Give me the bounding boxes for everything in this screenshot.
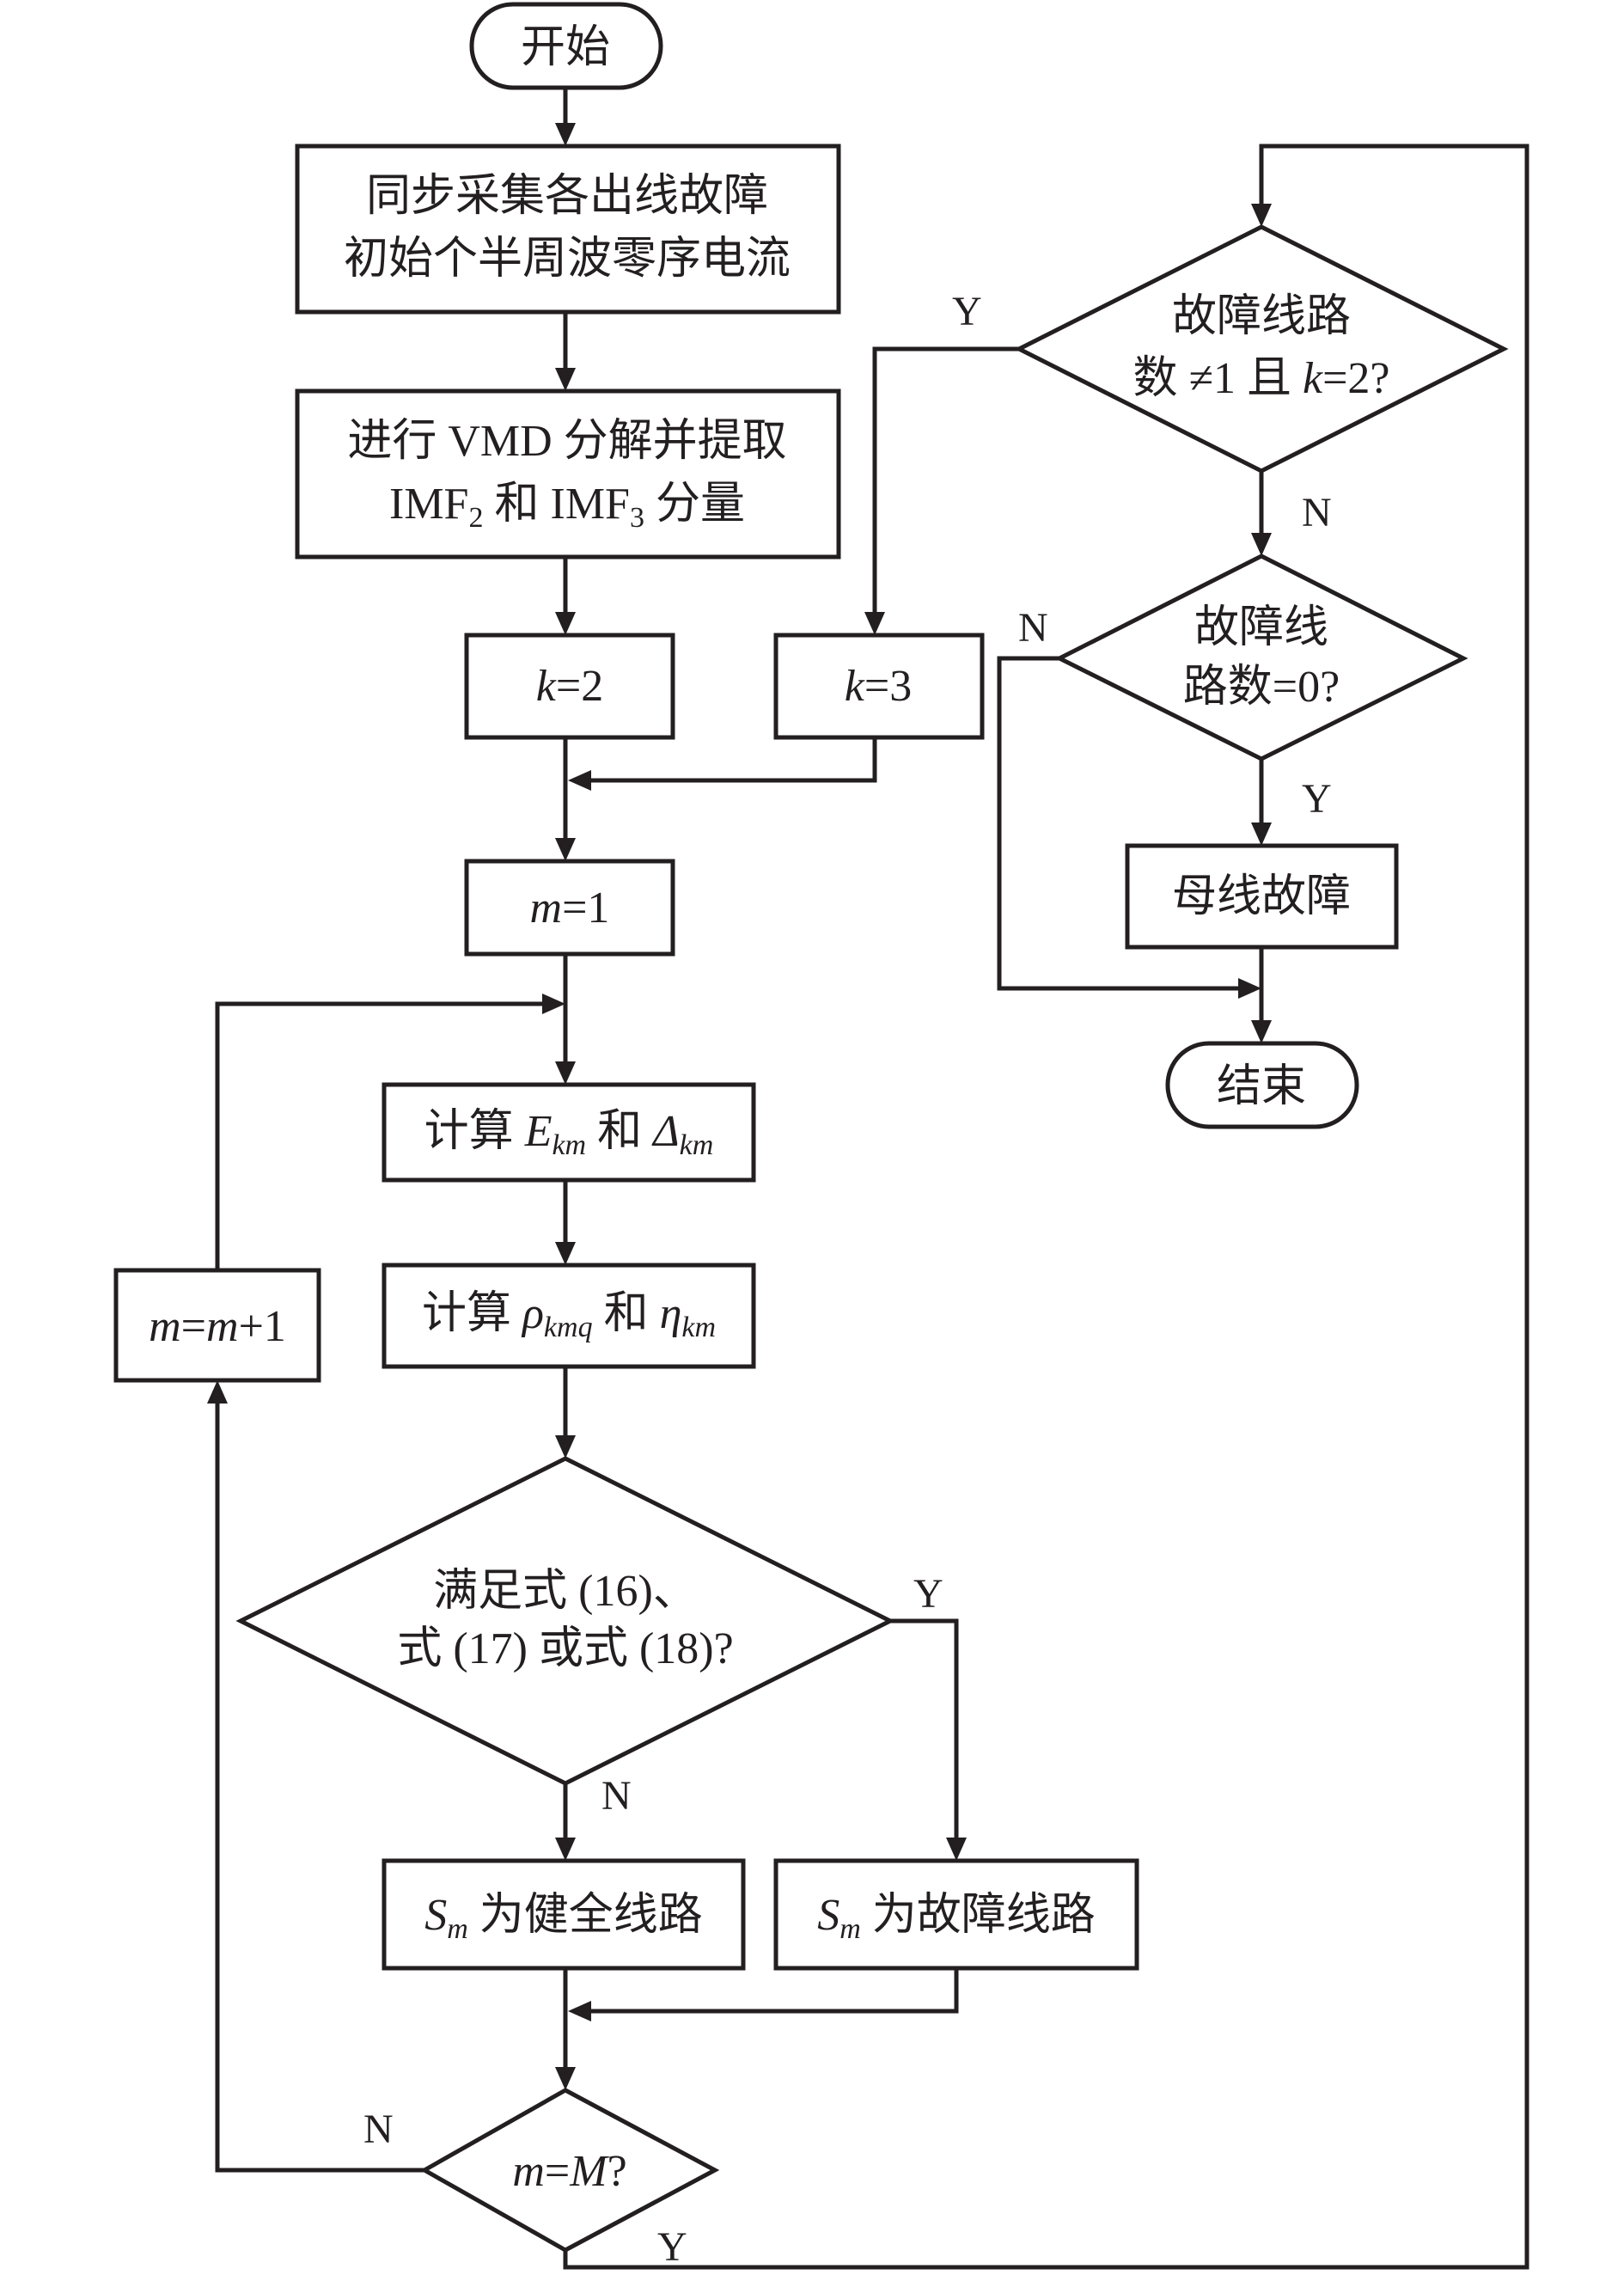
start-label: 开始 [521,23,610,72]
bus-fault-node: 母线故障 [1125,843,1399,950]
arrow-calcrho-check [555,1435,576,1459]
yes-label-fault-count: Y [952,289,982,334]
arrow-calce-calcrho [555,1242,576,1265]
edge-mcheck-minc [215,1401,424,2173]
edge-faulty-join [587,1968,959,2014]
fault-count-decision: 故障线路 数 ≠1 且 k=2? [1014,224,1509,474]
no-label-check: N [601,1773,632,1819]
faulty-node: Sm 为故障线路 [773,1858,1139,1971]
edge-faultzero-end [997,656,1242,991]
k2-node: k=2 [464,633,675,740]
yes-label-fault-zero: Y [1302,776,1332,822]
arrow-faultzero-bus [1251,823,1272,846]
arrow-vmd-k2 [555,612,576,635]
k3-node: k=3 [773,633,985,740]
start-node: 开始 [469,2,663,90]
arrow-m1-calce [555,1061,576,1085]
edge-faultcount-k3 [872,346,1019,616]
arrow-faultcount-faultzero [1251,533,1272,556]
collect-node: 同步采集各出线故障 初始个半周波零序电流 [295,144,841,315]
fault-count-label-line1: 故障线路 [1172,292,1351,341]
edge-labels: Y N N Y Y N N Y [363,289,1332,2270]
vmd-label-line2: IMF2 和 IMF3 分量 [389,480,745,534]
no-label-m-check: N [363,2107,394,2152]
calc-rho-label: 计算 ρkmq 和 ηkm [422,1289,716,1343]
arrow-start-collect [555,123,576,146]
collect-label-line2: 初始个半周波零序电流 [344,235,791,284]
no-label-fault-count: N [1302,490,1332,535]
yes-label-m-check: Y [657,2224,687,2270]
bus-fault-label: 母线故障 [1172,872,1351,921]
k3-label: k=3 [845,662,912,711]
collect-label-line1: 同步采集各出线故障 [366,172,768,221]
calc-e-node: 计算 Ekm 和 Δkm [382,1082,756,1183]
arrow-mcheck-minc [207,1380,228,1404]
arrow-collect-vmd [555,368,576,391]
fault-count-label-line2: 数 ≠1 且 k=2? [1133,354,1389,403]
edge-minc-loop [215,1001,546,1270]
arrow-healthy-mcheck [555,2067,576,2090]
check-label-line1: 满足式 (16)、 [433,1567,698,1616]
healthy-label: Sm 为健全线路 [424,1891,703,1945]
end-label: 结束 [1217,1062,1306,1111]
calc-rho-node: 计算 ρkmq 和 ηkm [382,1263,756,1369]
k2-label: k=2 [536,662,603,711]
arrow-faultcount-k3 [864,612,885,635]
m1-label: m=1 [530,884,610,933]
m-check-label: m=M? [512,2147,626,2196]
healthy-node: Sm 为健全线路 [382,1858,746,1971]
calc-e-label: 计算 Ekm 和 Δkm [424,1107,714,1161]
arrow-faultzero-end [1238,978,1261,999]
faulty-label: Sm 为故障线路 [817,1891,1096,1945]
m1-node: m=1 [464,859,675,957]
fault-zero-label-line2: 路数=0? [1183,663,1340,712]
fault-zero-decision: 故障线 路数=0? [1054,553,1468,761]
m-inc-label: m=m+1 [149,1302,286,1351]
fault-zero-label-line1: 故障线 [1194,603,1328,652]
no-label-fault-zero: N [1018,605,1048,651]
yes-label-check: Y [913,1571,943,1617]
vmd-label-line1: 进行 VMD 分解并提取 [347,417,786,466]
edge-k3-join [587,737,877,783]
edges [207,88,1529,2270]
m-inc-node: m=m+1 [113,1268,321,1383]
vmd-node: 进行 VMD 分解并提取 IMF2 和 IMF3 分量 [295,388,841,560]
arrow-check-healthy [555,1838,576,1861]
check-decision: 满足式 (16)、 式 (17) 或式 (18)? [235,1456,895,1786]
check-label-line2: 式 (17) 或式 (18)? [397,1624,733,1673]
m-check-decision: m=M? [419,2088,720,2253]
arrow-minc-loop [542,994,565,1014]
edge-check-faulty [890,1618,959,1842]
arrow-k3-join [568,770,591,791]
arrow-mcheck-faultcount [1251,204,1272,227]
arrow-check-faulty [946,1838,967,1861]
edge-mcheck-faultcount [563,144,1529,2270]
end-node: 结束 [1165,1041,1359,1129]
arrow-bus-end [1251,1020,1272,1043]
arrow-k2-m1 [555,838,576,861]
arrow-faulty-join [568,2001,591,2021]
